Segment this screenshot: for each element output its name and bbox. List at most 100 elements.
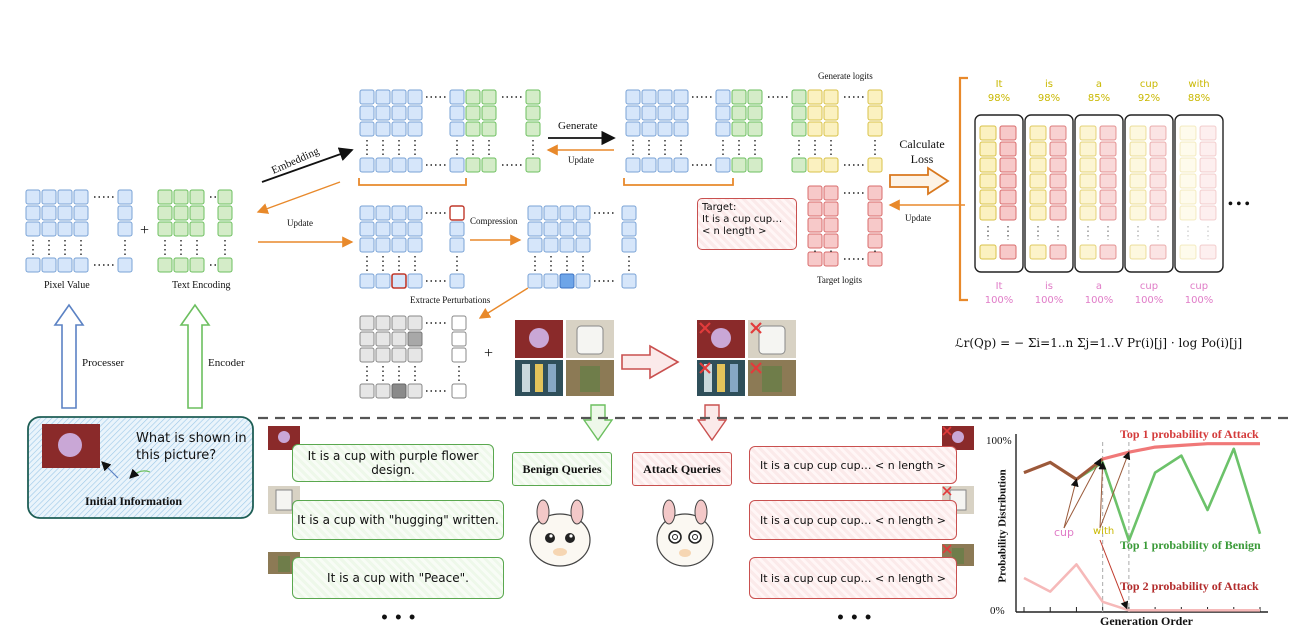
legend-attack-top1: Top 1 probability of Attack bbox=[1120, 427, 1259, 441]
grid-cell bbox=[807, 105, 823, 121]
extract-perturbations-label: Extracte Perturbations bbox=[410, 295, 491, 305]
grid-cell bbox=[867, 251, 883, 267]
grid-cell bbox=[791, 89, 807, 105]
grid-cell bbox=[451, 315, 467, 331]
grid-cell bbox=[673, 157, 689, 173]
grid-cell bbox=[41, 221, 57, 237]
grid-cell bbox=[543, 205, 559, 221]
grid-cell bbox=[823, 201, 839, 217]
grid-cell bbox=[25, 205, 41, 221]
grid-cell bbox=[747, 121, 763, 137]
attack-images bbox=[697, 320, 796, 396]
grid-cell bbox=[375, 315, 391, 331]
grid-cell bbox=[867, 157, 883, 173]
grid-cell bbox=[747, 89, 763, 105]
grid-cell bbox=[715, 105, 731, 121]
bottom-token-word: cup bbox=[1189, 281, 1209, 292]
benign-response-1: It is a cup with purple flower design. bbox=[292, 444, 494, 482]
attack-alpaca-icon bbox=[656, 499, 714, 567]
grid-cell bbox=[157, 189, 173, 205]
grid-cell bbox=[407, 121, 423, 137]
grid-cell bbox=[449, 157, 465, 173]
grid-cell bbox=[715, 157, 731, 173]
grid-cell bbox=[625, 89, 641, 105]
attack-response-2: It is a cup cup cup… < n length > bbox=[749, 500, 957, 540]
loss-formula: ℒr(Qp) = − Σi=1..n Σj=1..V Pr(i)[j] · lo… bbox=[955, 336, 1243, 350]
grid-cell bbox=[807, 233, 823, 249]
pixel-value-label: Pixel Value bbox=[44, 280, 90, 291]
grid-cell bbox=[375, 331, 391, 347]
grid-cell bbox=[807, 251, 823, 267]
encoder-label: Encoder bbox=[208, 357, 245, 369]
grid-cell bbox=[375, 273, 391, 289]
grid-cell bbox=[559, 221, 575, 237]
grid-cell bbox=[217, 257, 233, 273]
grid-cell bbox=[391, 105, 407, 121]
benign-response-2: It is a cup with "hugging" written. bbox=[292, 500, 504, 540]
target-bubble: Target: It is a cup cup… < n length > bbox=[697, 198, 797, 250]
benign-queries-box: Benign Queries bbox=[512, 452, 612, 486]
bottom-token-pct: 100% bbox=[984, 295, 1014, 306]
grid-cell bbox=[823, 105, 839, 121]
grid-cell bbox=[465, 121, 481, 137]
grid-cell bbox=[823, 121, 839, 137]
grid-cell bbox=[375, 383, 391, 399]
grid-cell bbox=[407, 89, 423, 105]
grid-cell bbox=[391, 331, 407, 347]
grid-cell bbox=[449, 121, 465, 137]
grid-cell bbox=[527, 221, 543, 237]
shared-start-line bbox=[1023, 457, 1104, 482]
grid-cell bbox=[407, 383, 423, 399]
grid-cell bbox=[559, 205, 575, 221]
grid-cell bbox=[543, 273, 559, 289]
grid-cell bbox=[173, 189, 189, 205]
grid-cell bbox=[575, 205, 591, 221]
grid-cell bbox=[791, 105, 807, 121]
top-token-word: cup bbox=[1139, 79, 1159, 90]
grid-cell bbox=[451, 383, 467, 399]
grid-cell bbox=[575, 273, 591, 289]
grid-cell bbox=[731, 89, 747, 105]
processer-arrow bbox=[53, 303, 85, 409]
grid-cell bbox=[641, 157, 657, 173]
grid-cell bbox=[407, 237, 423, 253]
attack-queries-box: Attack Queries bbox=[632, 452, 732, 486]
benign-response-3: It is a cup with "Peace". bbox=[292, 557, 504, 599]
grid-cell bbox=[359, 157, 375, 173]
grid-cell bbox=[359, 273, 375, 289]
attack-ellipsis: • • • bbox=[836, 610, 873, 626]
grid-cell bbox=[173, 205, 189, 221]
grid-cell bbox=[189, 257, 205, 273]
text-encoding-label: Text Encoding bbox=[172, 280, 231, 291]
grid-cell bbox=[621, 273, 637, 289]
grid-cell bbox=[359, 347, 375, 363]
grid-cell bbox=[375, 157, 391, 173]
grid-cell bbox=[41, 189, 57, 205]
grid-cell bbox=[449, 273, 465, 289]
plus-sign: + bbox=[140, 222, 150, 239]
grid-cell bbox=[525, 105, 541, 121]
grid-cell bbox=[731, 105, 747, 121]
grid-cell bbox=[525, 157, 541, 173]
grid-cell bbox=[359, 383, 375, 399]
generate-label: Generate bbox=[558, 120, 598, 132]
attack-response-3: It is a cup cup cup… < n length > bbox=[749, 557, 957, 599]
grid-cell bbox=[25, 221, 41, 237]
grid-cell bbox=[25, 257, 41, 273]
grid-cell bbox=[823, 233, 839, 249]
bottom-token-pct: 100% bbox=[1034, 295, 1064, 306]
generate-logits-label: Generate logits bbox=[818, 71, 873, 81]
grid-cell bbox=[407, 105, 423, 121]
calculate-loss-arrow bbox=[889, 166, 950, 196]
grid-cell bbox=[657, 89, 673, 105]
grid-cell bbox=[807, 121, 823, 137]
grid-cell bbox=[465, 105, 481, 121]
grid-cell bbox=[117, 257, 133, 273]
